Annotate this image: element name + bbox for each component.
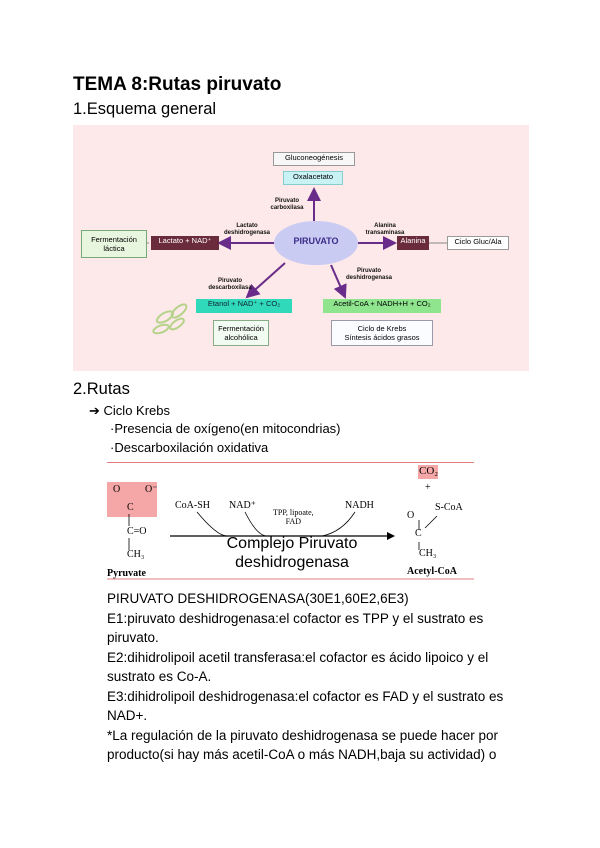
bullet-item: ➔ Ciclo Krebs <box>89 403 170 419</box>
complex-label: Complejo Piruvato deshidrogenasa <box>226 535 358 571</box>
section-heading-esquema: 1.Esquema general <box>73 100 217 118</box>
cofactors-label: TPP, lipoate, FAD <box>273 508 314 526</box>
lactato-nad-box: Lactato + NAD⁺ <box>151 236 219 250</box>
paragraph-e3: E3:dihidrolipoil deshidrogenasa:el cofac… <box>107 688 504 724</box>
pyruvate-label: Pyruvate <box>107 568 146 579</box>
diagram-arrows <box>137 187 447 335</box>
paragraph-e2: E2:dihidrolipoil acetil transferasa:el c… <box>107 649 489 685</box>
pyruvate-pathways-diagram: Gluconeogénesis Oxalacetato Piruvato car… <box>73 125 529 371</box>
ciclo-krebs-box: Ciclo de Krebs Síntesis ácidos grasos <box>331 320 433 346</box>
section-heading-rutas: 2.Rutas <box>73 380 130 398</box>
plus-sign: + <box>425 482 431 493</box>
piruvato-ellipse <box>274 221 358 265</box>
etanol-box: Etanol + NAD⁺ + CO₂ <box>196 299 292 313</box>
fermentacion-lactica-box: Fermentación láctica <box>81 230 147 258</box>
nad-label: NAD⁺ <box>229 500 256 511</box>
acetyl-coa-label: Acetyl-CoA <box>407 566 457 577</box>
sub-item-oxigeno: ·Presencia de oxígeno(en mitocondrias) <box>110 421 341 436</box>
page-title: TEMA 8:Rutas piruvato <box>73 74 282 95</box>
acetyl-c: C <box>415 528 422 539</box>
paragraph-complex: PIRUVATO DESHIDROGENASA(30E1,60E2,6E3) <box>107 591 409 606</box>
co2-highlight <box>418 465 438 479</box>
acetyl-o: O <box>407 510 415 521</box>
lactato-deshidrogenasa-label: Lactato deshidrogenasa <box>223 223 270 236</box>
arrow-to-etanol <box>245 262 286 299</box>
coa-sh-label: CoA-SH <box>175 500 211 511</box>
pyruvate-c-o: C=O <box>127 526 147 537</box>
pyruvate-ch3: CH₃ <box>127 549 145 560</box>
oxalacetato-box: Oxalacetato <box>283 171 343 185</box>
reaction-arrows <box>107 511 474 580</box>
sub-item-descarboxilacion: ·Descarboxilación oxidativa <box>110 440 269 455</box>
bullet-label: Ciclo Krebs <box>103 403 170 418</box>
piruvato-descarboxilasa-label: Piruvato descarboxilasa <box>208 278 252 291</box>
pyruvate-o-minus: O⁻ <box>145 484 158 495</box>
piruvato-center-label: PIRUVATO <box>293 236 339 246</box>
arrow-to-acetil <box>330 264 347 299</box>
pyruvate-c: C <box>127 502 134 513</box>
alanina-transaminasa-label: Alanina transaminasa <box>365 223 405 236</box>
fermentacion-alcoholica-box: Fermentación alcohólica <box>213 320 269 346</box>
carboxyl-highlight <box>107 482 157 517</box>
pyruvate-o: O <box>113 484 121 495</box>
gluconeogenesis-box: Gluconeogénesis <box>273 152 355 166</box>
acetyl-ch3: CH₃ <box>419 548 437 559</box>
acetil-coa-box: Acetil-CoA + NADH+H + CO₂ <box>323 299 441 313</box>
piruvato-carboxilasa-label: Piruvato carboxilasa <box>270 198 304 211</box>
paragraph-regulation: *La regulación de la piruvato deshidroge… <box>107 727 499 763</box>
top-divider <box>107 462 474 463</box>
paragraph-e1: E1:piruvato deshidrogenasa:el cofactor e… <box>107 610 484 646</box>
nadh-label: NADH <box>345 500 374 511</box>
yeast-cells-drawing <box>152 303 188 335</box>
co2-label: CO₂ <box>419 465 439 477</box>
s-coa-label: S-CoA <box>435 502 463 513</box>
ciclo-gluc-ala-box: Ciclo Gluc/Ala <box>447 236 509 250</box>
body-text: PIRUVATO DESHIDROGENASA(30E1,60E2,6E3) E… <box>107 589 537 765</box>
piruvato-deshidrogenasa-label: Piruvato deshidrogenasa <box>345 268 392 281</box>
arrow-bullet-icon: ➔ <box>89 403 100 418</box>
pyruvate-dehydrogenase-reaction: CO₂ + O O⁻ C C=O CH₃ Pyruvate CoA-SH NAD… <box>107 462 477 580</box>
alanina-box: Alanina <box>397 236 429 250</box>
